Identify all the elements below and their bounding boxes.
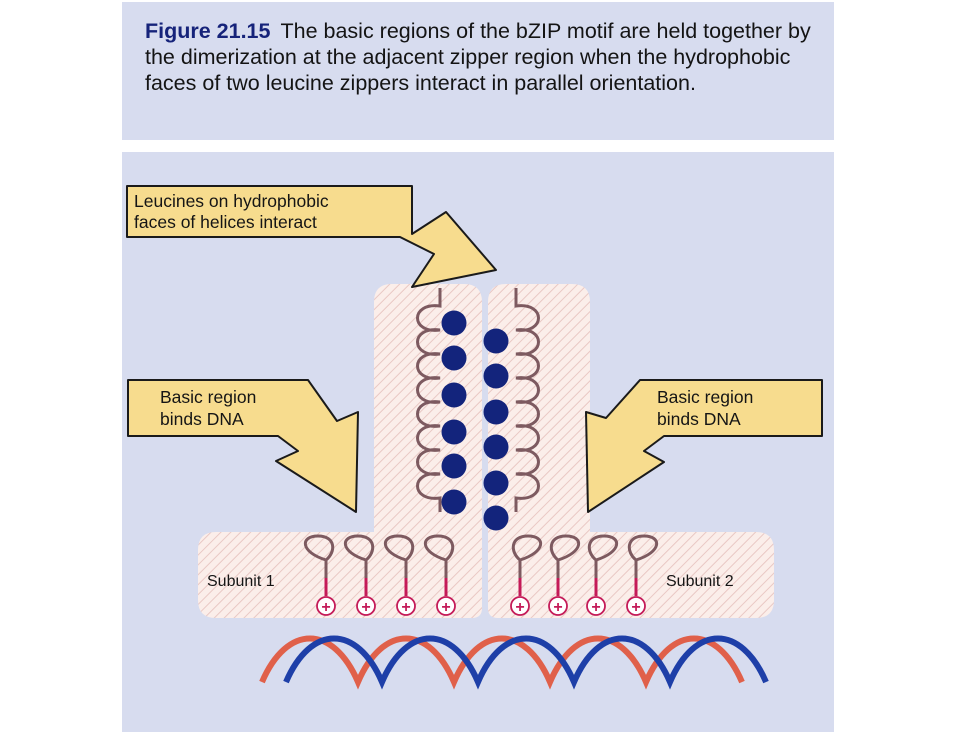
basic-right-label-line2: binds DNA (657, 409, 741, 429)
positive-charge-icon: + (436, 596, 456, 616)
basic-left-callout-shape (127, 379, 359, 513)
positive-charge-icon: + (626, 596, 646, 616)
basic-region-helices: + + + + + + + + (304, 534, 658, 616)
leucine-dot-left-3 (441, 382, 467, 408)
charge-symbol: + (515, 599, 524, 616)
leucine-dot-right-4 (483, 434, 509, 460)
subunit-1-shape (198, 284, 482, 618)
charge-symbol: + (441, 599, 450, 616)
zipper-helix-left (416, 288, 442, 512)
leucines-label-line1: Leucines on hydrophobic (134, 191, 329, 211)
basic-right-callout-shape (585, 379, 823, 513)
basic-helix-right-2 (549, 534, 580, 578)
zipper-helix-right (514, 288, 540, 512)
basic-left-label-line2: binds DNA (160, 409, 244, 429)
charge-symbol: + (361, 599, 370, 616)
charge-circle (316, 596, 336, 616)
subunit-1-label: Subunit 1 (207, 573, 275, 590)
charge-symbol: + (631, 599, 640, 616)
basic-helix-right-4 (627, 534, 658, 578)
charge-circle (586, 596, 606, 616)
leucine-dot-right-1 (483, 328, 509, 354)
positive-charge-icon: + (510, 596, 530, 616)
leucine-dot-left-4 (441, 419, 467, 445)
basic-helix-right-3 (587, 534, 618, 578)
leucine-dot-left-5 (441, 453, 467, 479)
caption-body: The basic regions of the bZIP motif are … (145, 19, 811, 95)
leucines-callout: Leucines on hydrophobic faces of helices… (126, 185, 497, 288)
basic-helix-left-3 (384, 534, 415, 578)
basic-helix-left-1 (304, 534, 335, 578)
leucine-dot-left-6 (441, 489, 467, 515)
charge-circle (626, 596, 646, 616)
subunit-2-label: Subunit 2 (666, 573, 734, 590)
positive-charge-icon: + (396, 596, 416, 616)
leucine-zipper-helices (416, 288, 540, 512)
leucines-label-line2: faces of helices interact (134, 212, 317, 232)
leucine-dot-left-1 (441, 310, 467, 336)
charge-symbol: + (321, 599, 330, 616)
charge-circle (356, 596, 376, 616)
leucine-dot-right-3 (483, 399, 509, 425)
leucine-dot-right-6 (483, 505, 509, 531)
basic-helix-left-2 (344, 534, 375, 578)
basic-helix-right-1 (511, 534, 542, 578)
leucine-residues (441, 310, 509, 531)
leucine-dot-right-5 (483, 470, 509, 496)
positive-charge-icon: + (316, 596, 336, 616)
charge-circle (510, 596, 530, 616)
charge-circle (548, 596, 568, 616)
subunit-2-shape (488, 284, 774, 618)
basic-left-label-line1: Basic region (160, 387, 256, 407)
dna-strand-red (259, 635, 745, 690)
leucines-callout-shape (126, 185, 497, 288)
positive-charge-icon: + (548, 596, 568, 616)
charge-symbol: + (553, 599, 562, 616)
positive-charge-icon: + (586, 596, 606, 616)
basic-right-label-line1: Basic region (657, 387, 753, 407)
leucine-dot-right-2 (483, 363, 509, 389)
leucine-dot-left-2 (441, 345, 467, 371)
basic-region-left-callout: Basic region binds DNA (127, 379, 359, 513)
positive-charge-icon: + (356, 596, 376, 616)
basic-helix-left-4 (424, 534, 455, 578)
charge-symbol: + (401, 599, 410, 616)
figure-label: Figure 21.15 (145, 19, 271, 43)
dna-double-helix (259, 635, 769, 690)
charge-symbol: + (591, 599, 600, 616)
dna-strand-blue (283, 635, 769, 690)
basic-region-right-callout: Basic region binds DNA (585, 379, 823, 513)
charge-circle (436, 596, 456, 616)
charge-circle (396, 596, 416, 616)
